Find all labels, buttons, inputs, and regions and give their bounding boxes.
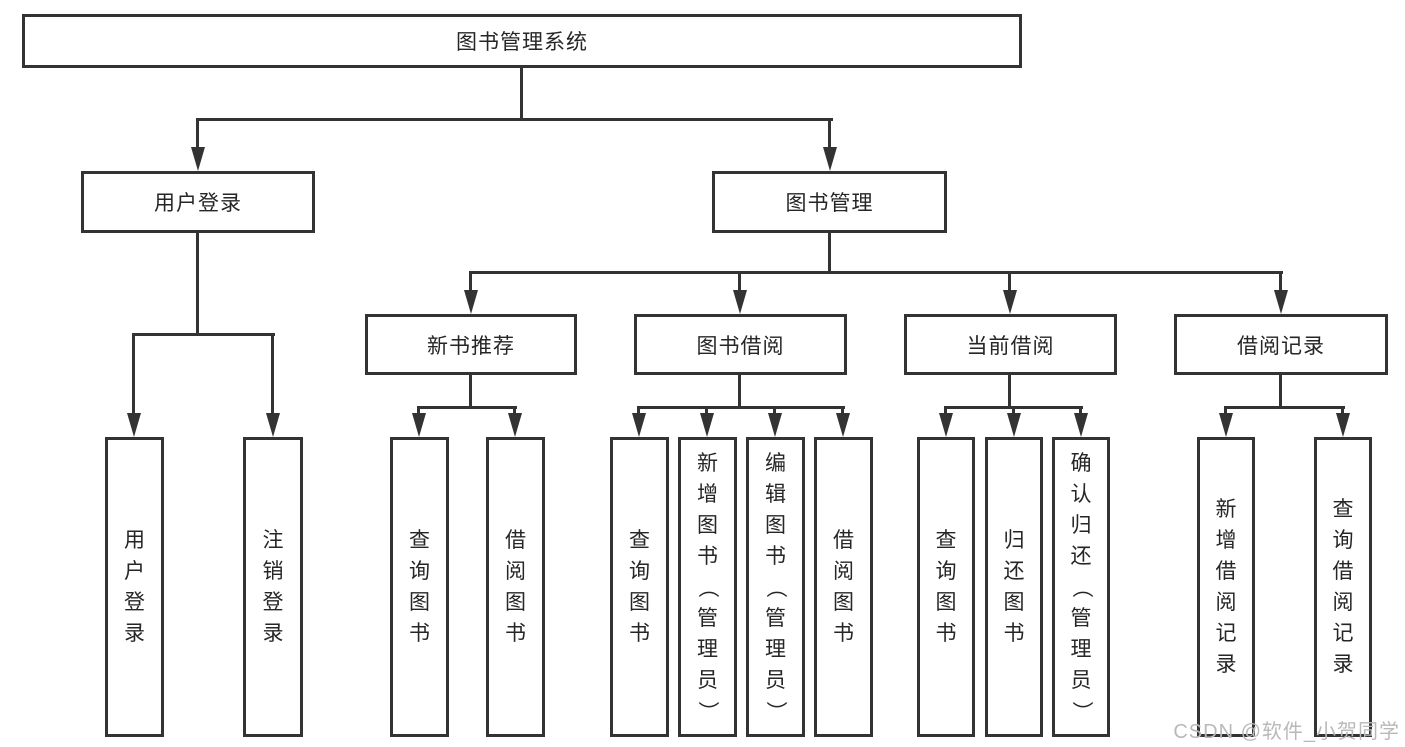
- leaf-return-books-label: 归还图书: [1003, 529, 1025, 645]
- connector-borrowing-records-stem: [1279, 375, 1282, 408]
- leaf-recommend-query-books-label: 查询图书: [409, 529, 430, 645]
- node-user-login: 用户登录: [81, 171, 315, 233]
- node-book-borrowing: 图书借阅: [634, 314, 847, 375]
- connector-root-stem: [520, 68, 523, 121]
- connector-book-borrowing-stem: [738, 375, 741, 408]
- connector-arrow-book-management-stem: [828, 118, 831, 150]
- arrowhead-bb-borrow-books: [836, 413, 850, 437]
- leaf-recommend-borrow-books: 借阅图书: [486, 437, 545, 737]
- connector-new-book-hline: [417, 406, 517, 409]
- connector-borrowing-records-hline: [1224, 406, 1345, 409]
- connector-arrow-rec-query-stem: [417, 406, 420, 416]
- leaf-confirm-return-admin-label: 确认归还（管理员）: [1069, 451, 1093, 722]
- leaf-borrowing-query-books-label: 查询图书: [629, 529, 650, 645]
- connector-arrow-bb-query-stem: [637, 406, 640, 416]
- connector-book-management-stem: [828, 233, 831, 273]
- leaf-logout: 注销登录: [243, 437, 303, 737]
- arrowhead-leaf-login: [127, 413, 141, 437]
- leaf-add-borrow-record-label: 新增借阅记录: [1215, 498, 1237, 676]
- connector-arrow-user-login-stem: [196, 118, 199, 150]
- connector-arrow-leaf-logout-stem: [271, 333, 274, 415]
- connector-arrow-br-query-stem: [1341, 406, 1344, 416]
- connector-user-login-hline: [132, 333, 275, 336]
- node-book-borrowing-label: 图书借阅: [696, 334, 785, 358]
- arrowhead-leaf-logout: [266, 413, 280, 437]
- connector-user-login-stem: [196, 233, 199, 335]
- connector-arrow-bb-edit-stem: [773, 406, 776, 416]
- arrowhead-cb-confirm-return: [1074, 413, 1088, 437]
- leaf-add-books-admin-label: 新增图书（管理员）: [696, 451, 719, 722]
- arrowhead-user-login: [191, 147, 205, 171]
- leaf-add-books-admin: 新增图书（管理员）: [678, 437, 737, 737]
- connector-root-hline: [196, 118, 833, 121]
- connector-arrow-book-borrowing-stem: [738, 271, 741, 293]
- watermark-text: CSDN @软件_小贺同学: [1173, 721, 1400, 743]
- leaf-current-query-books: 查询图书: [917, 437, 975, 737]
- node-root-label: 图书管理系统: [456, 31, 588, 54]
- leaf-user-login: 用户登录: [105, 437, 164, 737]
- arrowhead-rec-borrow-books: [508, 413, 522, 437]
- connector-arrow-cb-query-stem: [944, 406, 947, 416]
- leaf-logout-label: 注销登录: [262, 529, 284, 645]
- leaf-user-login-label: 用户登录: [124, 529, 145, 645]
- leaf-recommend-query-books: 查询图书: [390, 437, 449, 737]
- node-borrowing-records: 借阅记录: [1174, 314, 1388, 375]
- connector-current-borrowing-stem: [1008, 375, 1011, 408]
- connector-book-borrowing-hline: [637, 406, 845, 409]
- node-book-management: 图书管理: [712, 171, 947, 233]
- leaf-edit-books-admin: 编辑图书（管理员）: [746, 437, 805, 737]
- leaf-query-borrow-record-label: 查询借阅记录: [1332, 498, 1354, 676]
- leaf-return-books: 归还图书: [985, 437, 1043, 737]
- connector-arrow-leaf-login-stem: [132, 333, 135, 415]
- node-book-management-label: 图书管理: [785, 192, 874, 215]
- connector-arrow-bb-add-stem: [705, 406, 708, 416]
- arrowhead-new-book-recommend: [464, 290, 478, 314]
- leaf-borrowing-borrow-books-label: 借阅图书: [833, 529, 854, 645]
- arrowhead-cb-return-books: [1007, 413, 1021, 437]
- arrowhead-br-query-record: [1336, 413, 1350, 437]
- arrowhead-cb-query-books: [939, 413, 953, 437]
- arrowhead-borrowing-records: [1274, 290, 1288, 314]
- connector-arrow-rec-borrow-stem: [513, 406, 516, 416]
- node-borrowing-records-label: 借阅记录: [1237, 334, 1325, 358]
- connector-new-book-stem: [469, 375, 472, 408]
- arrowhead-bb-edit-books: [768, 413, 782, 437]
- arrowhead-current-borrowing: [1003, 290, 1017, 314]
- connector-arrow-cb-confirm-stem: [1079, 406, 1082, 416]
- connector-arrow-current-borrowing-stem: [1008, 271, 1011, 293]
- arrowhead-bb-query-books: [632, 413, 646, 437]
- node-user-login-label: 用户登录: [154, 192, 242, 215]
- arrowhead-br-add-record: [1219, 413, 1233, 437]
- leaf-borrowing-borrow-books: 借阅图书: [814, 437, 873, 737]
- node-current-borrowing-label: 当前借阅: [966, 334, 1055, 358]
- leaf-add-borrow-record: 新增借阅记录: [1197, 437, 1255, 737]
- connector-arrow-br-add-stem: [1224, 406, 1227, 416]
- leaf-edit-books-admin-label: 编辑图书（管理员）: [764, 451, 787, 722]
- connector-arrow-new-book-stem: [469, 271, 472, 293]
- node-new-book-recommend: 新书推荐: [365, 314, 577, 375]
- leaf-recommend-borrow-books-label: 借阅图书: [505, 529, 526, 645]
- arrowhead-book-management: [823, 147, 837, 171]
- node-new-book-recommend-label: 新书推荐: [427, 334, 515, 358]
- connector-arrow-borrowing-records-stem: [1279, 271, 1282, 293]
- node-root: 图书管理系统: [22, 14, 1022, 68]
- connector-book-management-hline: [469, 271, 1283, 274]
- leaf-current-query-books-label: 查询图书: [935, 529, 957, 645]
- connector-arrow-cb-return-stem: [1012, 406, 1015, 416]
- arrowhead-bb-add-books: [700, 413, 714, 437]
- leaf-borrowing-query-books: 查询图书: [610, 437, 669, 737]
- arrowhead-book-borrowing: [733, 290, 747, 314]
- node-current-borrowing: 当前借阅: [904, 314, 1117, 375]
- connector-arrow-bb-borrow-stem: [841, 406, 844, 416]
- leaf-confirm-return-admin: 确认归还（管理员）: [1052, 437, 1110, 737]
- leaf-query-borrow-record: 查询借阅记录: [1314, 437, 1372, 737]
- arrowhead-rec-query-books: [412, 413, 426, 437]
